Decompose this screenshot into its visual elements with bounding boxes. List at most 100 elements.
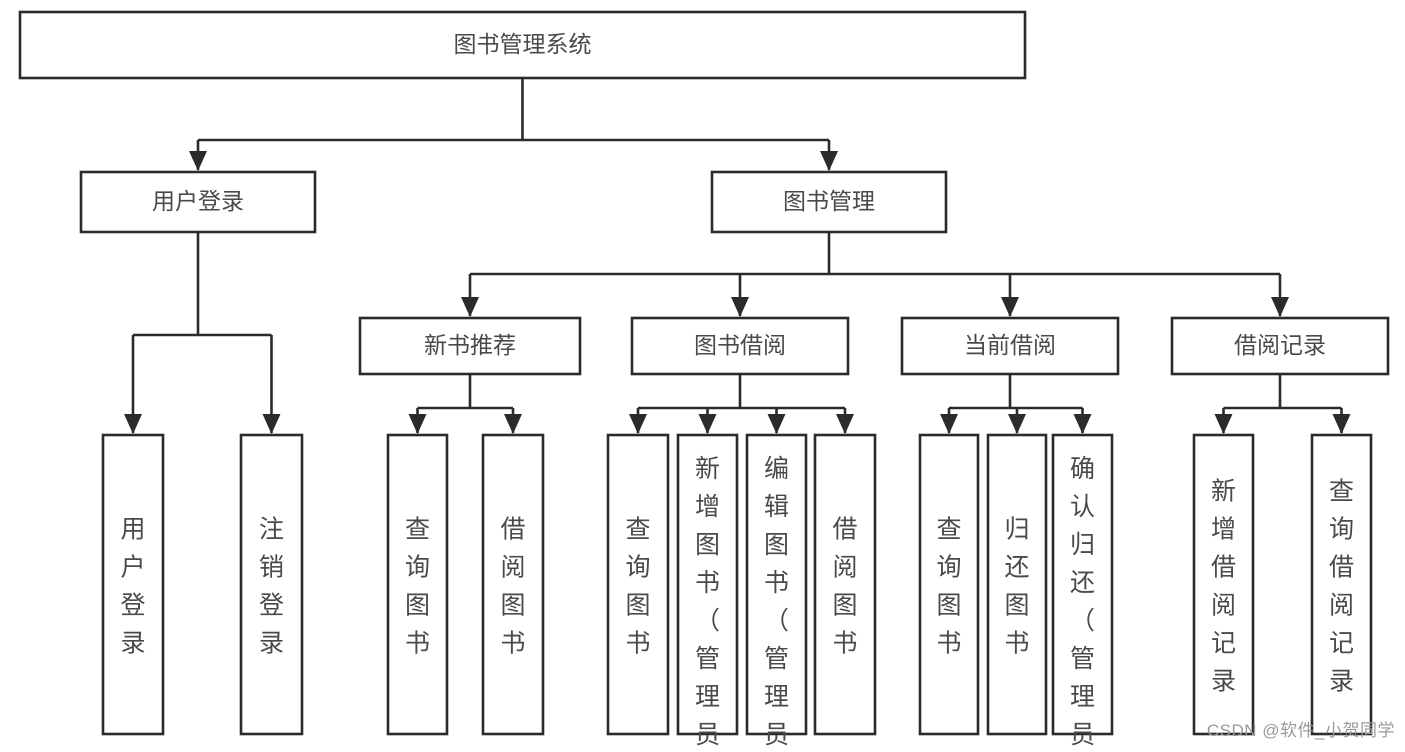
level3-node-3[interactable]: 借阅记录 — [1170, 316, 1390, 376]
leaf-node-7-box[interactable] — [813, 433, 877, 736]
leaf-node-2-label-char: 查 — [405, 516, 430, 544]
leaf-node-5-label-char: 书 — [695, 569, 720, 597]
leaf-node-3-label-char: 阅 — [500, 554, 525, 582]
level3-node-1[interactable]: 图书借阅 — [630, 316, 850, 376]
level2-node-0[interactable]: 用户登录 — [79, 170, 317, 234]
leaf-node-3-label-char: 借 — [500, 516, 525, 544]
leaf-node-9-box[interactable] — [986, 433, 1048, 736]
leaf-node-2-label-char: 书 — [405, 630, 430, 658]
leaf-node-4-label-char: 书 — [625, 630, 650, 658]
leaf-node-5-label-char: 管 — [695, 645, 720, 673]
level2-node-0-box[interactable] — [79, 170, 317, 234]
leaf-node-0-label-char: 登 — [120, 592, 145, 620]
root-node-book-management-system-label: 图书管理系统 — [454, 31, 592, 57]
leaf-node-5-label-char: （ — [695, 607, 720, 635]
leaf-node-7-label-char: 阅 — [832, 554, 857, 582]
leaf-node-7-label-char: 书 — [832, 630, 857, 658]
leaf-node-4-label-char: 查 — [625, 516, 650, 544]
leaf-node-0-label-char: 用 — [120, 516, 145, 544]
leaf-node-0-box[interactable] — [101, 433, 165, 736]
leaf-node-1-label-char: 销 — [259, 554, 284, 582]
leaf-node-8-box[interactable] — [918, 433, 980, 736]
level3-node-1-label: 图书借阅 — [694, 332, 786, 358]
leaf-node-12-box[interactable] — [1310, 433, 1373, 736]
leaf-node-10-label-char: 确 — [1070, 455, 1095, 483]
leaf-node-11-label-char: 录 — [1211, 668, 1236, 696]
level3-node-3-box[interactable] — [1170, 316, 1390, 376]
leaf-node-12-label-char: 录 — [1329, 668, 1354, 696]
leaf-node-3-label-char: 书 — [500, 630, 525, 658]
leaf-node-6-box[interactable] — [745, 433, 808, 736]
leaf-node-1-box[interactable] — [239, 433, 304, 736]
leaf-node-10-label-char: 员 — [1070, 721, 1095, 747]
leaf-node-10-label-char: 还 — [1070, 569, 1095, 597]
leaf-node-5-label-char: 员 — [695, 721, 720, 747]
leaf-node-12-label-char: 借 — [1329, 554, 1354, 582]
leaf-node-11-label-char: 阅 — [1211, 592, 1236, 620]
leaf-node-4-label-char: 询 — [625, 554, 650, 582]
leaf-node-6-label-char: 管 — [764, 645, 789, 673]
leaf-node-6-label-char: 员 — [764, 721, 789, 747]
root-node-book-management-system-box[interactable] — [18, 10, 1027, 80]
level3-node-0[interactable]: 新书推荐 — [358, 316, 582, 376]
leaf-node-9-label-char: 归 — [1004, 516, 1029, 544]
root-node-book-management-system[interactable]: 图书管理系统 — [18, 10, 1027, 80]
level3-node-2-box[interactable] — [900, 316, 1120, 376]
leaf-node-7-label-char: 图 — [832, 592, 857, 620]
leaf-node-1-label-char: 登 — [259, 592, 284, 620]
leaf-node-11-label-char: 新 — [1211, 478, 1236, 506]
leaf-node-0-label-char: 户 — [120, 554, 145, 582]
leaf-node-0[interactable]: 用户登录 — [101, 433, 165, 736]
level2-node-0-label: 用户登录 — [152, 188, 244, 214]
level3-node-3-label: 借阅记录 — [1234, 332, 1326, 358]
leaf-node-10-box[interactable] — [1051, 433, 1114, 736]
leaf-node-11-label-char: 增 — [1211, 516, 1236, 544]
leaf-node-11-label-char: 借 — [1211, 554, 1236, 582]
level3-node-1-box[interactable] — [630, 316, 850, 376]
leaf-node-10-label-char: 归 — [1070, 531, 1095, 559]
leaf-node-6-label-char: 编 — [764, 455, 789, 483]
leaf-node-5-label-char: 图 — [695, 531, 720, 559]
leaf-node-9-label-char: 图 — [1004, 592, 1029, 620]
leaf-node-4-box[interactable] — [606, 433, 670, 736]
connectors-layer — [124, 78, 1351, 434]
level3-node-2-label: 当前借阅 — [964, 332, 1056, 358]
leaf-node-8-label-char: 书 — [936, 630, 961, 658]
level3-node-0-box[interactable] — [358, 316, 582, 376]
leaf-node-3-box[interactable] — [481, 433, 545, 736]
leaf-node-7-label-char: 借 — [832, 516, 857, 544]
leaf-node-2-label-char: 询 — [405, 554, 430, 582]
leaf-node-9-label-char: 还 — [1004, 554, 1029, 582]
leaf-node-2-box[interactable] — [386, 433, 449, 736]
leaf-node-12-label-char: 记 — [1329, 630, 1354, 658]
leaf-node-5-label-char: 增 — [695, 493, 720, 521]
leaf-node-12-label-char: 查 — [1329, 478, 1354, 506]
level3-node-0-label: 新书推荐 — [424, 332, 516, 358]
leaf-node-10-label-char: （ — [1070, 607, 1095, 635]
leaf-node-1-label-char: 录 — [259, 630, 284, 658]
leaf-node-12-label-char: 询 — [1329, 516, 1354, 544]
leaf-node-5-box[interactable] — [676, 433, 739, 736]
level2-node-1[interactable]: 图书管理 — [710, 170, 948, 234]
level2-node-1-box[interactable] — [710, 170, 948, 234]
leaf-node-11-box[interactable] — [1192, 433, 1255, 736]
leaf-node-10-label-char: 认 — [1070, 493, 1095, 521]
leaf-node-9-label-char: 书 — [1004, 630, 1029, 658]
leaf-node-5-label-char: 理 — [695, 683, 720, 711]
leaf-node-10-label-char: 管 — [1070, 645, 1095, 673]
leaf-node-11-label-char: 记 — [1211, 630, 1236, 658]
level3-node-2[interactable]: 当前借阅 — [900, 316, 1120, 376]
